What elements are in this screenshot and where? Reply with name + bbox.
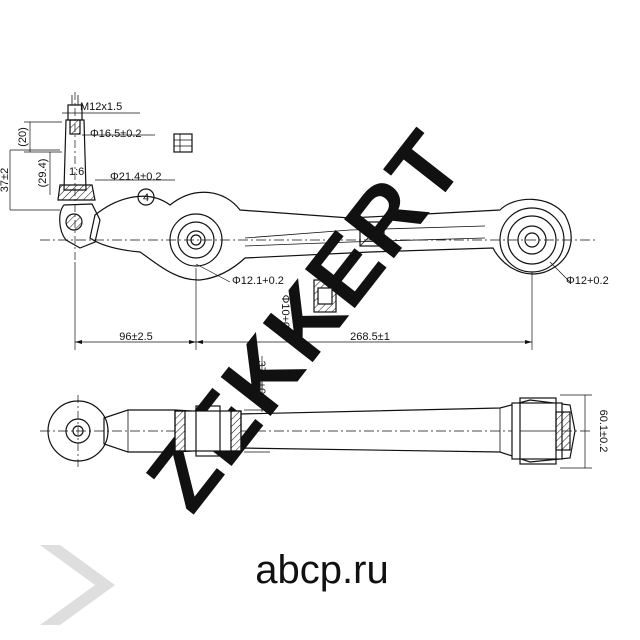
- dim-37-label: 37±2: [0, 168, 11, 192]
- control-arm-outline: [89, 191, 572, 281]
- dim-10-label: Φ10+0.2: [279, 295, 291, 338]
- top-view: [9, 92, 595, 350]
- side-rear-bushing: [511, 397, 571, 465]
- nut-icon: [173, 133, 193, 153]
- dim-60-1-label: 60.1±0.2: [597, 410, 609, 453]
- ball-joint: [57, 92, 101, 260]
- thread-label: M12x1.5: [80, 101, 122, 113]
- section-detail: [313, 279, 337, 313]
- dim-96-label: 96±2.5: [119, 331, 153, 343]
- dim-37-5-label: 37.5±0.2: [255, 361, 267, 404]
- side-view: [40, 356, 592, 470]
- taper-label: 1:6: [69, 166, 84, 178]
- dim-20-label: (20): [17, 127, 29, 147]
- front-bushing-outer: [169, 213, 223, 267]
- dim-268-5-label: 268.5±1: [350, 331, 390, 343]
- dim-12-label: Φ12+0.2: [566, 275, 609, 287]
- arm-boss: [359, 221, 385, 247]
- brand-chevron-icon: [40, 545, 115, 625]
- side-front-bushing: [174, 405, 242, 457]
- top-view-labels: M12x1.5 (20) Φ16.5±0.2 37±2 (29.4) 1:6 Φ…: [0, 101, 609, 343]
- callout-4-circle: [137, 188, 155, 206]
- dim-16-5-label: Φ16.5±0.2: [90, 128, 142, 140]
- dim-12-1-label: Φ12.1+0.2: [232, 275, 284, 287]
- side-view-labels: 37.5±0.2 60.1±0.2: [255, 361, 609, 453]
- dim-21-4-label: Φ21.4±0.2: [110, 171, 162, 183]
- brand-watermark-text: ZEKKERT: [127, 113, 483, 529]
- site-watermark: abcp.ru: [255, 548, 388, 592]
- dim-29-4-label: (29.4): [37, 159, 49, 188]
- callout-4-label: 4: [143, 192, 149, 204]
